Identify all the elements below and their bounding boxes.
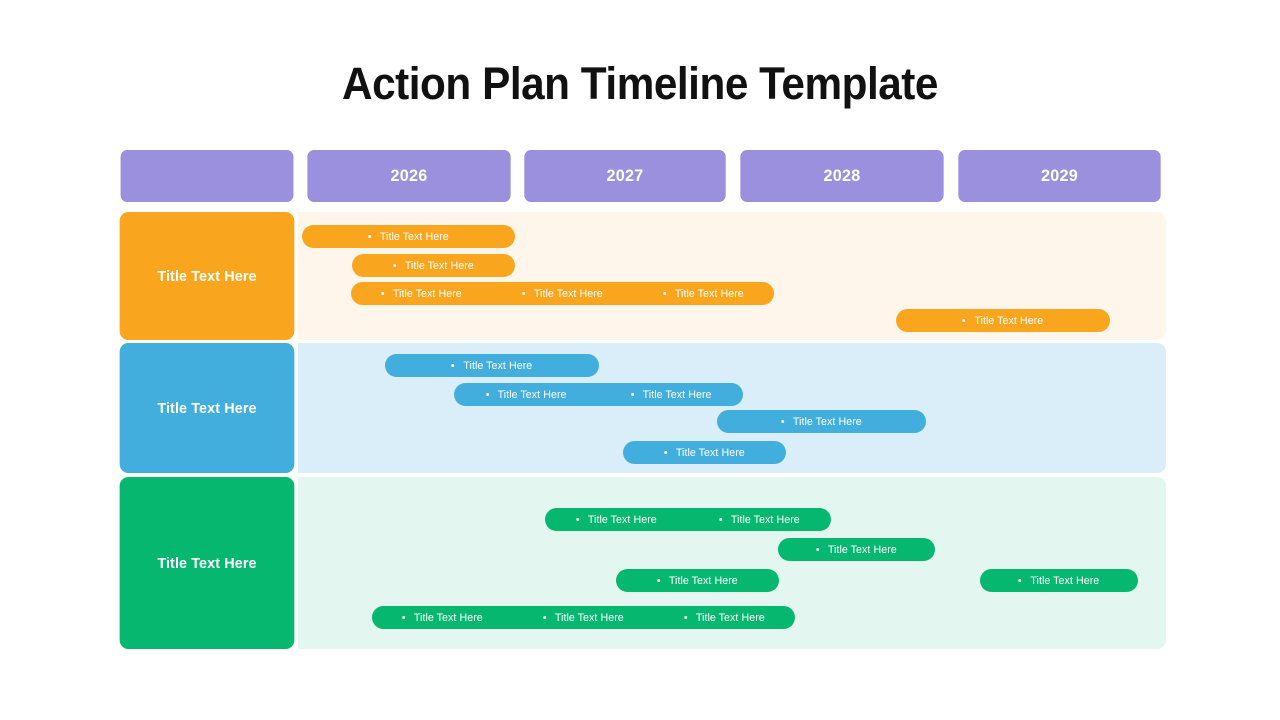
task-pill-label: Title Text Here <box>463 359 533 372</box>
task-pill-label: Title Text Here <box>675 446 745 459</box>
task-pill[interactable]: Title Text Here <box>980 569 1138 592</box>
task-pill-label: Title Text Here <box>404 259 474 272</box>
bullet-dot-icon <box>1018 579 1022 582</box>
task-pill-segment: Title Text Here <box>494 288 631 300</box>
bullet-dot-icon <box>543 616 547 619</box>
bullet-dot-icon <box>816 548 820 551</box>
task-pill-segment: Title Text Here <box>690 514 829 526</box>
task-pill-segment: Title Text Here <box>515 612 652 624</box>
year-header-blank[interactable] <box>120 150 294 202</box>
bullet-dot-icon <box>962 319 966 322</box>
task-pill[interactable]: Title Text Here Title Text Here Title Text… <box>351 282 774 305</box>
lane-orange-title-block[interactable]: Title Text Here <box>119 212 295 340</box>
bullet-dot-icon <box>781 420 785 423</box>
task-pill-label: Title Text Here <box>792 415 862 428</box>
task-pill-segment: Title Text Here <box>982 575 1135 587</box>
task-pill-label: Title Text Here <box>668 574 738 587</box>
year-header-2027[interactable]: 2027 <box>524 150 726 202</box>
bullet-dot-icon <box>719 518 723 521</box>
task-pill-label: Title Text Here <box>533 287 603 300</box>
task-pill-label: Title Text Here <box>695 611 765 624</box>
task-pill-segment: Title Text Here <box>656 612 793 624</box>
bullet-dot-icon <box>630 393 634 396</box>
task-pill[interactable]: Title Text Here Title Text Here Title Text… <box>372 606 795 629</box>
task-pill[interactable]: Title Text Here <box>778 538 935 561</box>
task-pill-label: Title Text Here <box>587 513 657 526</box>
task-pill-label: Title Text Here <box>392 287 462 300</box>
task-pill-label: Title Text Here <box>730 513 800 526</box>
task-pill-label: Title Text Here <box>379 230 449 243</box>
task-pill-label: Title Text Here <box>1030 574 1100 587</box>
task-pill-label: Title Text Here <box>642 388 712 401</box>
page-title: Action Plan Timeline Template <box>342 58 938 109</box>
task-pill[interactable]: Title Text Here <box>352 254 515 277</box>
bullet-dot-icon <box>664 451 668 454</box>
task-pill[interactable]: Title Text Here <box>896 309 1110 332</box>
task-pill-label: Title Text Here <box>827 543 897 556</box>
task-pill[interactable]: Title Text Here <box>616 569 779 592</box>
bullet-dot-icon <box>485 393 489 396</box>
bullet-dot-icon <box>381 292 385 295</box>
bullet-dot-icon <box>663 292 667 295</box>
task-pill-segment: Title Text Here <box>353 288 490 300</box>
year-header-2028[interactable]: 2028 <box>740 150 944 202</box>
bullet-dot-icon <box>451 364 455 367</box>
task-pill-segment: Title Text Here <box>618 575 776 587</box>
task-pill-segment: Title Text Here <box>899 315 1107 327</box>
bullet-dot-icon <box>368 235 372 238</box>
task-pill[interactable]: Title Text Here Title Text Here <box>545 508 831 531</box>
task-pill[interactable]: Title Text Here <box>302 225 515 248</box>
bullet-dot-icon <box>402 616 406 619</box>
task-pill-segment: Title Text Here <box>374 612 511 624</box>
task-pill-segment: Title Text Here <box>456 389 596 401</box>
bullet-dot-icon <box>393 264 397 267</box>
task-pill-segment: Title Text Here <box>354 260 512 272</box>
task-pill-label: Title Text Here <box>497 388 567 401</box>
bullet-dot-icon <box>576 518 580 521</box>
task-pill[interactable]: Title Text Here <box>623 441 786 464</box>
task-pill-segment: Title Text Here <box>780 544 932 556</box>
task-pill-segment: Title Text Here <box>305 231 512 243</box>
task-pill-label: Title Text Here <box>674 287 744 300</box>
task-pill-segment: Title Text Here <box>547 514 686 526</box>
task-pill-segment: Title Text Here <box>720 416 923 428</box>
task-pill-segment: Title Text Here <box>388 360 596 372</box>
bullet-dot-icon <box>522 292 526 295</box>
lane-blue-title-block[interactable]: Title Text Here <box>119 343 295 473</box>
bullet-dot-icon <box>657 579 661 582</box>
task-pill-label: Title Text Here <box>554 611 624 624</box>
task-pill-segment: Title Text Here <box>601 389 741 401</box>
task-pill-segment: Title Text Here <box>635 288 772 300</box>
task-pill[interactable]: Title Text Here <box>717 410 926 433</box>
bullet-dot-icon <box>684 616 688 619</box>
task-pill-segment: Title Text Here <box>625 447 783 459</box>
task-pill-label: Title Text Here <box>974 314 1044 327</box>
lane-green-title-block[interactable]: Title Text Here <box>119 477 295 649</box>
year-header-2029[interactable]: 2029 <box>958 150 1161 202</box>
task-pill[interactable]: Title Text Here Title Text Here <box>454 383 743 406</box>
year-header-2026[interactable]: 2026 <box>307 150 511 202</box>
task-pill-label: Title Text Here <box>413 611 483 624</box>
task-pill[interactable]: Title Text Here <box>385 354 599 377</box>
